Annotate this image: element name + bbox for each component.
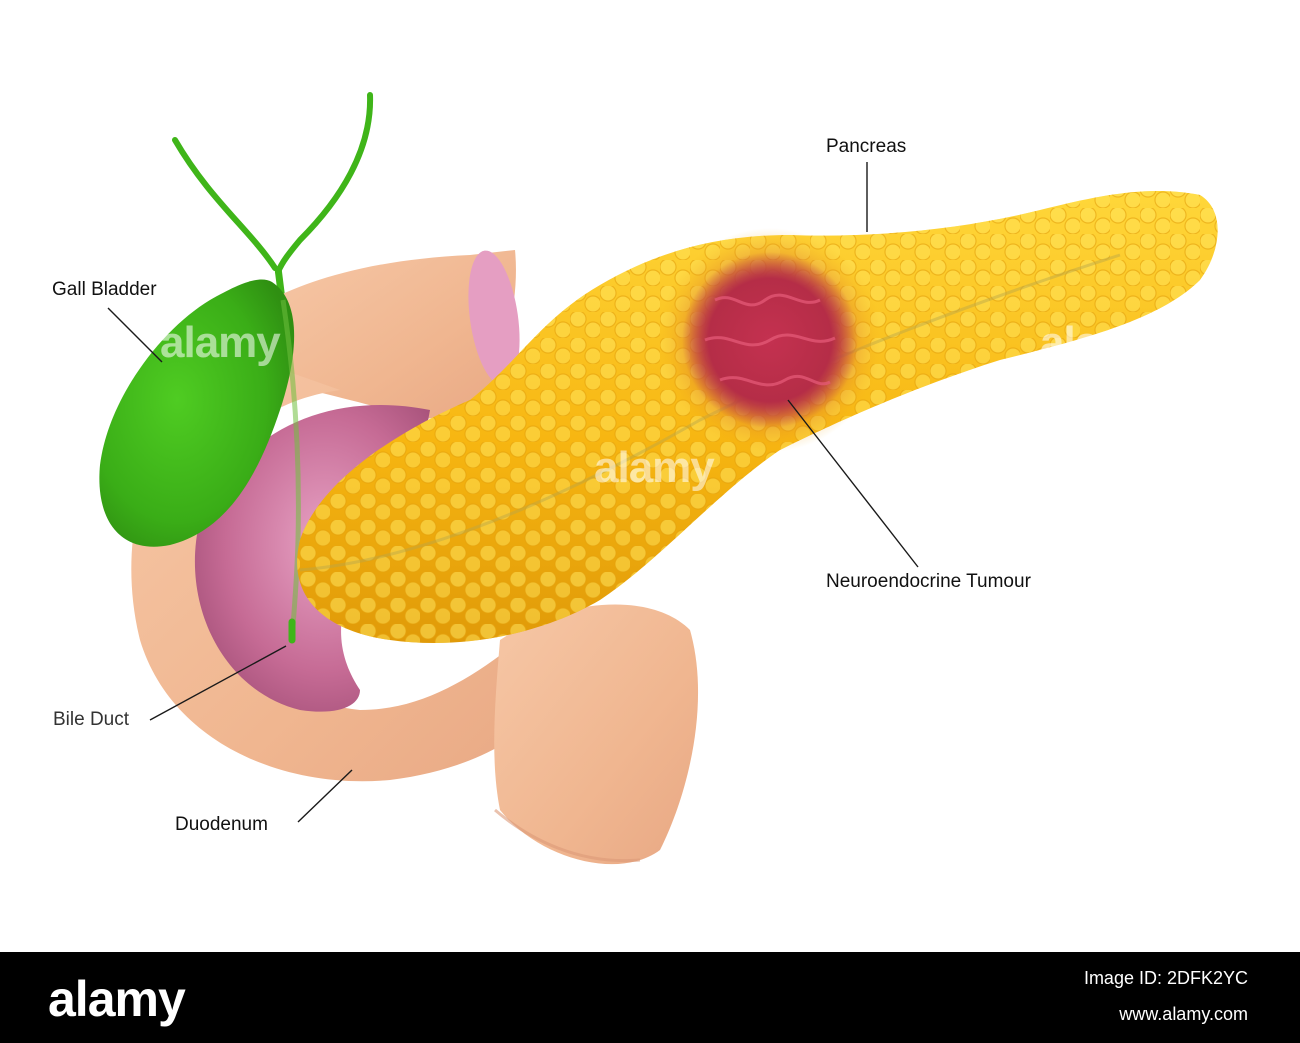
image-id: Image ID: 2DFK2YC bbox=[1083, 968, 1248, 988]
diagram-canvas: alamy alamy alamy Pancreas Gall Bladder … bbox=[52, 92, 1218, 865]
bile-duct bbox=[280, 299, 301, 641]
label-gall-bladder: Gall Bladder bbox=[52, 279, 157, 300]
label-bile-duct: Bile Duct bbox=[53, 709, 130, 730]
leader-duodenum bbox=[297, 769, 353, 823]
leader-tumour bbox=[787, 399, 919, 568]
neuroendocrine-tumour bbox=[658, 228, 882, 452]
leader-gall-bladder bbox=[107, 307, 163, 363]
label-neuroendocrine-tumour: Neuroendocrine Tumour bbox=[826, 571, 1031, 592]
label-duodenum: Duodenum bbox=[175, 814, 268, 835]
leader-lines bbox=[107, 162, 919, 823]
hepatic-ducts bbox=[172, 92, 374, 301]
leader-bile-duct bbox=[149, 645, 287, 721]
anatomy-illustration bbox=[99, 92, 1218, 865]
gall-bladder bbox=[99, 279, 295, 547]
footer-bar: alamy Image ID: 2DFK2YC www.alamy.com bbox=[0, 952, 1300, 1043]
brand-logo[interactable]: alamy bbox=[48, 971, 186, 1027]
label-pancreas: Pancreas bbox=[826, 136, 907, 157]
site-url[interactable]: www.alamy.com bbox=[1119, 1004, 1248, 1024]
